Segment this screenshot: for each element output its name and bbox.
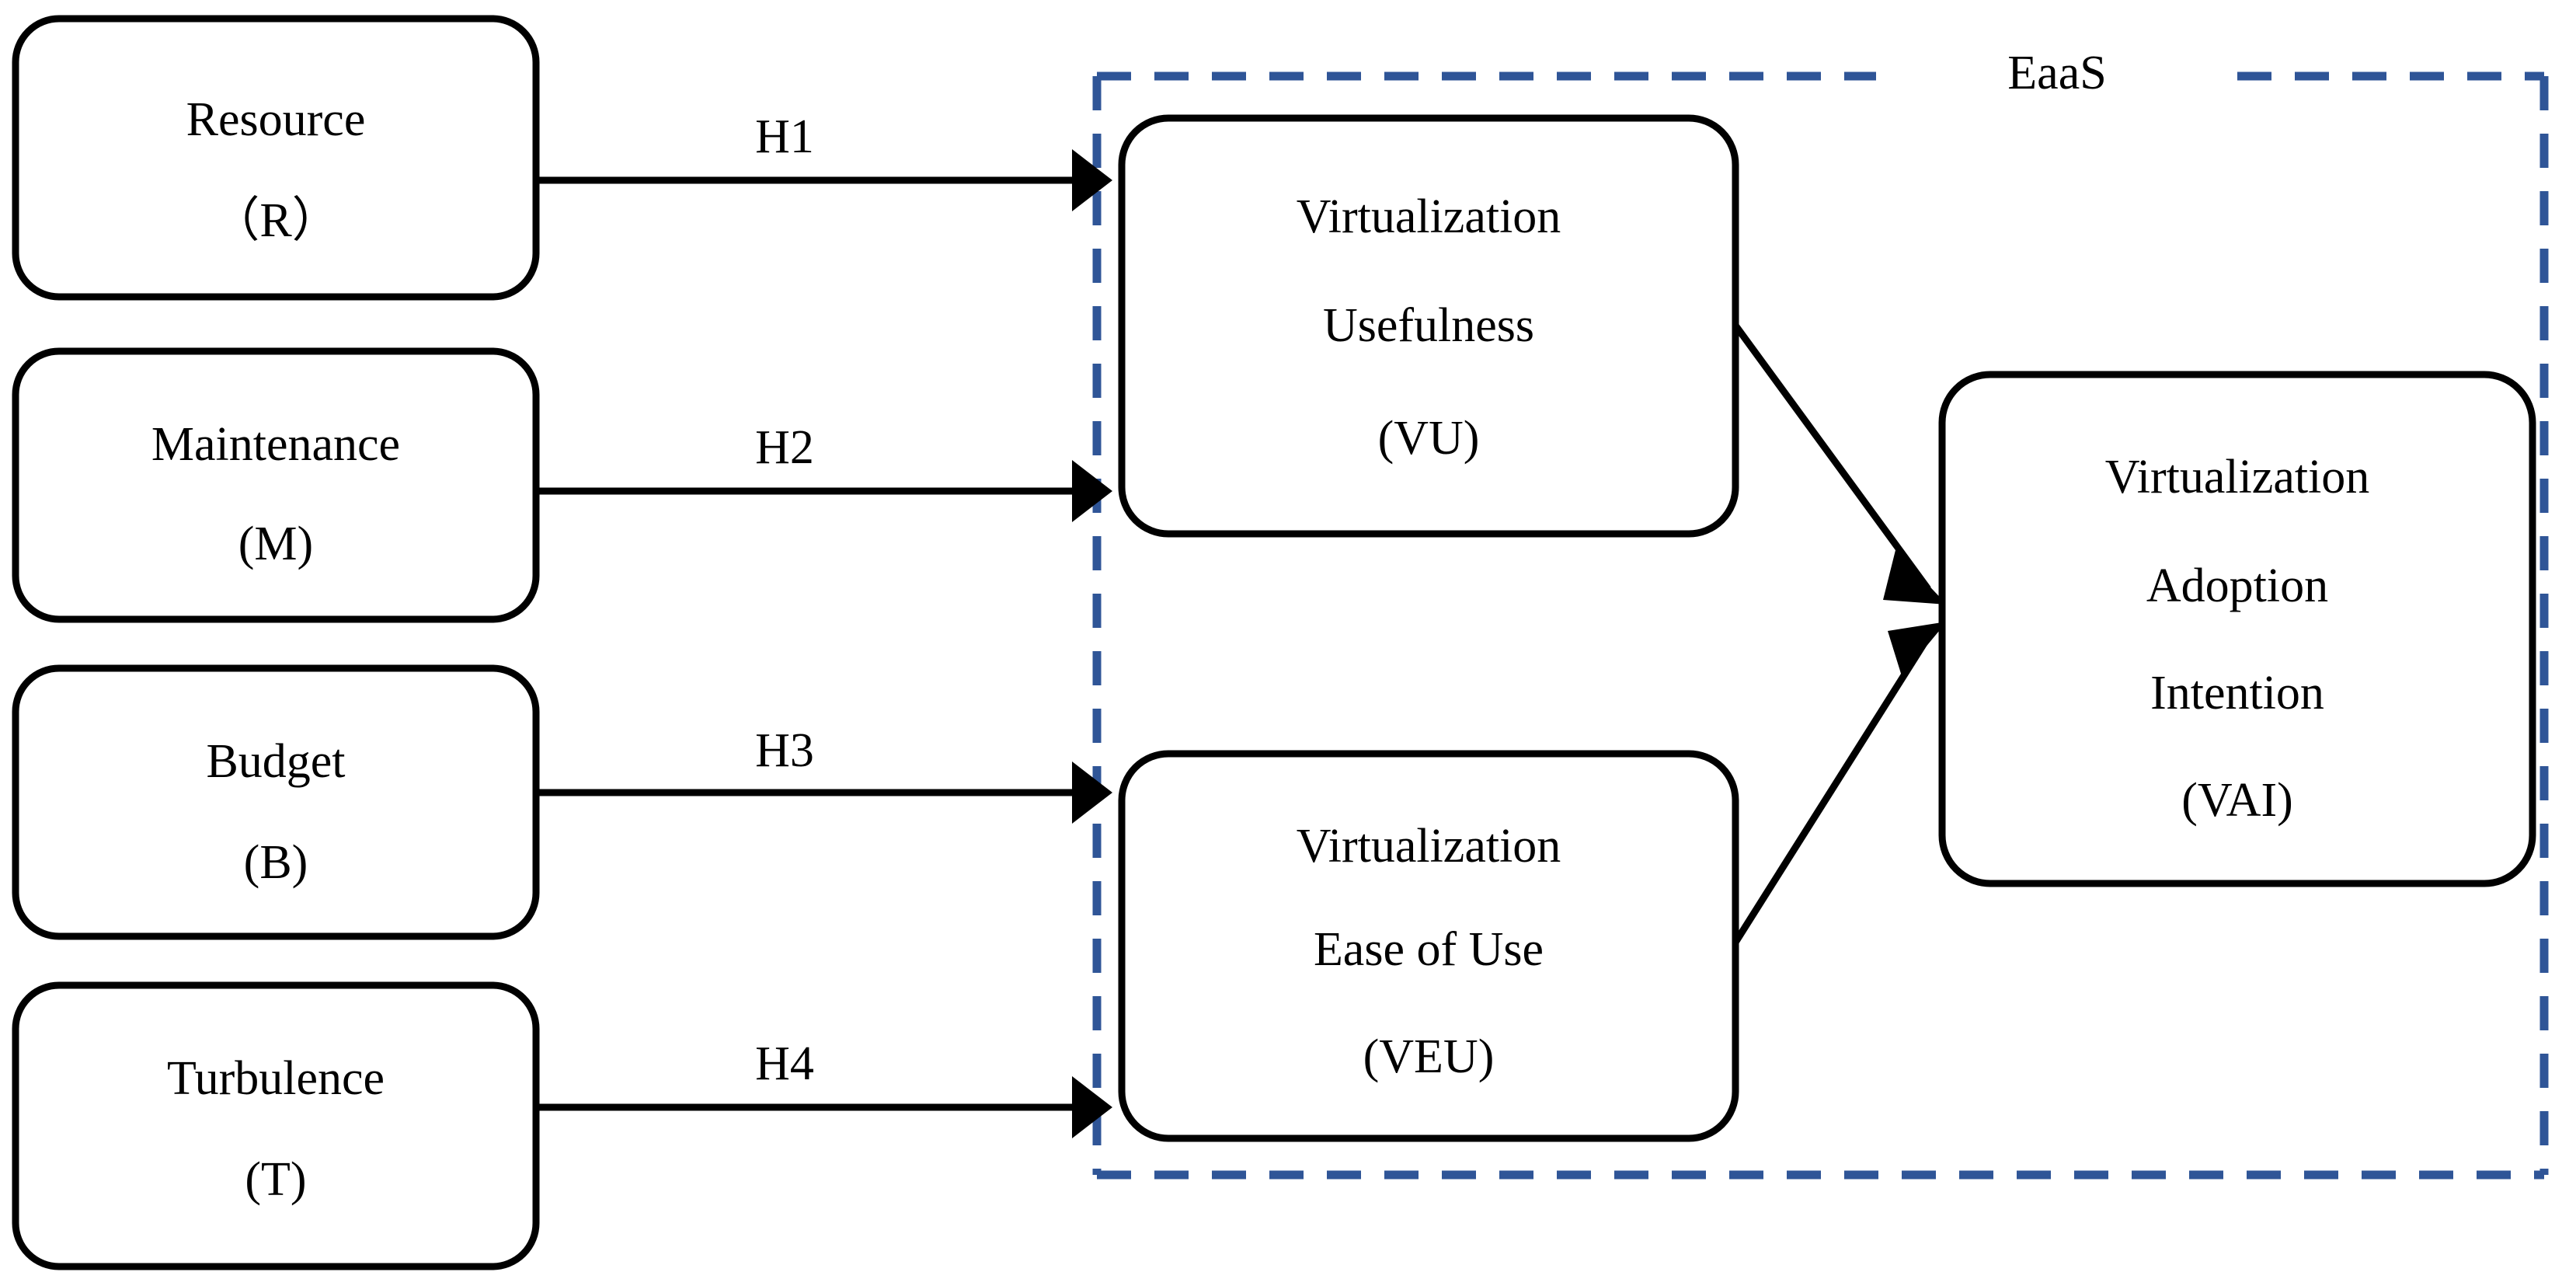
node-vu-box[interactable] bbox=[1118, 114, 1739, 538]
node-turbulence-line1: Turbulence bbox=[167, 1052, 385, 1105]
node-maintenance-line1: Maintenance bbox=[151, 418, 400, 471]
vu-vai-arrowhead bbox=[1883, 550, 1947, 605]
node-maintenance-box[interactable] bbox=[12, 347, 540, 623]
node-veu-line3: (VEU) bbox=[1363, 1030, 1495, 1083]
node-resource-box[interactable] bbox=[12, 15, 540, 301]
node-maintenance-line2: (M) bbox=[238, 518, 313, 570]
node-vu-line3: (VU) bbox=[1378, 412, 1480, 465]
veu-vai-arrowhead bbox=[1888, 622, 1947, 676]
h4-label: H4 bbox=[755, 1037, 814, 1090]
node-turbulence[interactable]: Turbulence (T) bbox=[12, 981, 540, 1270]
node-budget-line2: (B) bbox=[244, 836, 308, 889]
node-vai-line1: Virtualization bbox=[2105, 451, 2370, 504]
node-budget[interactable]: Budget (B) bbox=[12, 664, 540, 940]
h2-arrowhead bbox=[1072, 460, 1112, 522]
link-vu-vai bbox=[1731, 321, 1947, 605]
node-maintenance[interactable]: Maintenance (M) bbox=[12, 347, 540, 623]
node-vai-line4: (VAI) bbox=[2181, 774, 2293, 827]
node-virtualization-ease-of-use[interactable]: Virtualization Ease of Use (VEU) bbox=[1118, 750, 1739, 1142]
h2-label: H2 bbox=[755, 421, 814, 474]
h3-arrowhead bbox=[1072, 761, 1112, 824]
node-resource-line2: （R） bbox=[211, 194, 339, 247]
h3-label: H3 bbox=[755, 724, 814, 777]
node-vai-box[interactable] bbox=[1938, 371, 2536, 887]
veu-vai-line bbox=[1731, 635, 1931, 947]
node-vai-line2: Adoption bbox=[2146, 559, 2328, 612]
h1-arrowhead bbox=[1072, 149, 1112, 211]
node-budget-box[interactable] bbox=[12, 664, 540, 940]
link-veu-vai bbox=[1731, 622, 1947, 947]
h1-label: H1 bbox=[755, 110, 814, 163]
node-vu-line1: Virtualization bbox=[1297, 190, 1561, 243]
node-veu-line2: Ease of Use bbox=[1314, 923, 1544, 976]
node-vu-line2: Usefulness bbox=[1323, 299, 1534, 352]
link-h4: H4 bbox=[536, 1037, 1112, 1138]
node-resource-line1: Resource bbox=[186, 93, 366, 146]
link-h1: H1 bbox=[536, 110, 1112, 211]
node-vai-line3: Intention bbox=[2150, 667, 2324, 720]
node-budget-line1: Budget bbox=[206, 735, 345, 788]
link-h3: H3 bbox=[536, 724, 1112, 824]
node-veu-box[interactable] bbox=[1118, 750, 1739, 1142]
node-resource[interactable]: Resource （R） bbox=[12, 15, 540, 301]
node-turbulence-line2: (T) bbox=[245, 1153, 306, 1206]
eaas-label: EaaS bbox=[2007, 47, 2106, 99]
vu-vai-line bbox=[1731, 321, 1931, 591]
link-h2: H2 bbox=[536, 421, 1112, 522]
node-virtualization-usefulness[interactable]: Virtualization Usefulness (VU) bbox=[1118, 114, 1739, 538]
node-veu-line1: Virtualization bbox=[1297, 820, 1561, 873]
node-virtualization-adoption-intention[interactable]: Virtualization Adoption Intention (VAI) bbox=[1938, 371, 2536, 887]
eaas-boundary-group: EaaS bbox=[1092, 47, 2549, 1180]
node-turbulence-box[interactable] bbox=[12, 981, 540, 1270]
h4-arrowhead bbox=[1072, 1076, 1112, 1138]
